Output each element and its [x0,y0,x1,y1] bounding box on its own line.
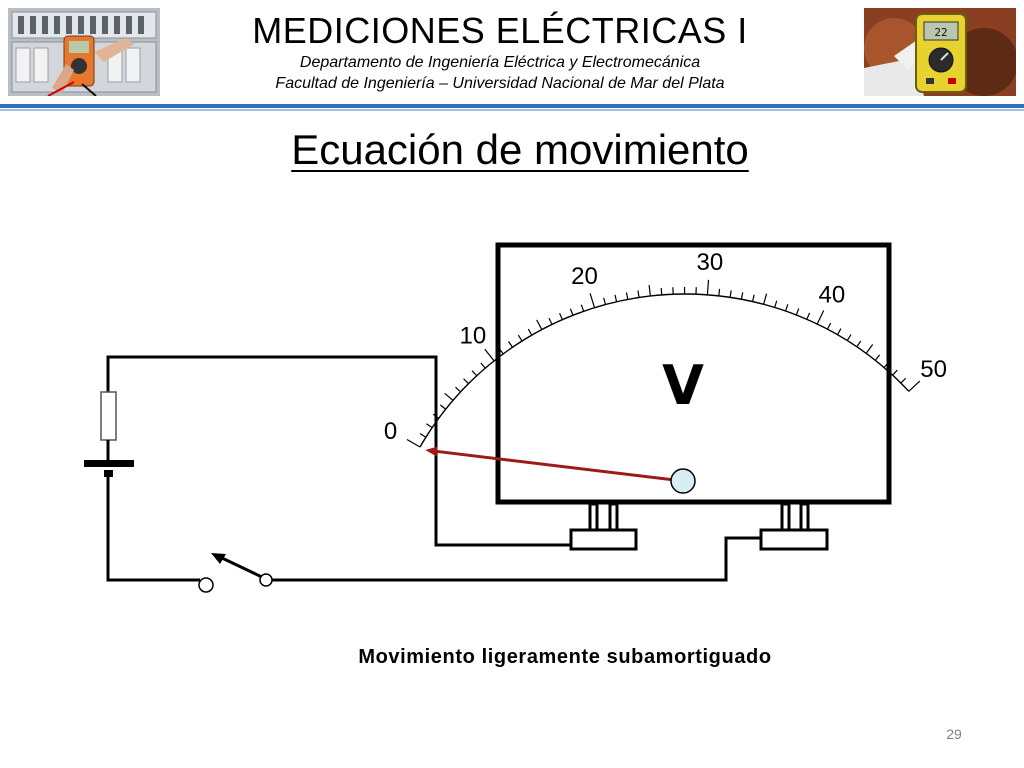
scale-tick [455,386,462,393]
scale-tick [439,404,447,410]
terminal-right-base [759,528,829,551]
scale-tick [426,423,433,429]
scale-label: 50 [920,356,947,383]
scale-label: 20 [571,263,598,290]
switch-contact-left [198,577,214,593]
scale-tick [603,297,607,305]
scale-tick [874,354,881,361]
header: MEDICIONES ELÉCTRICAS I Departamento de … [180,10,820,94]
terminal-right-post-b [799,502,810,532]
scale-label: 40 [819,281,846,308]
scale-tick [892,369,898,376]
scale-tick [648,284,651,297]
scale-tick [580,304,585,312]
terminal-left-post-b [608,502,619,532]
scale-tick [406,438,421,448]
resistor [100,391,117,441]
scale-tick [752,294,755,302]
faculty-line: Facultad de Ingeniería – Universidad Nac… [275,75,725,92]
scale-tick [816,310,825,325]
scale-tick [559,312,563,320]
scale-tick [548,317,553,325]
scale-tick [625,292,629,300]
scale-tick [569,308,574,316]
switch-contact-right [259,573,273,587]
scale-tick [729,290,732,298]
scale-labels: 0 10 20 30 40 50 [384,249,947,445]
wire-to-left-terminal [106,355,571,547]
scale-tick [517,334,523,342]
terminal-right-post-a [780,502,791,532]
scale-tick [836,328,842,335]
scale-label: 0 [384,418,397,445]
scale-tick [865,344,874,354]
scale-tick [527,328,533,336]
scale-tick [856,340,862,348]
scale-tick [883,361,890,368]
needle-pivot [670,468,696,494]
scale-tick [463,378,469,385]
terminal-left-post-a [588,502,599,532]
wire-to-switch [106,476,200,582]
scale-tick [498,347,504,355]
svg-text:22: 22 [934,26,947,39]
left-header-photo [8,8,160,96]
scale-arc [419,293,910,448]
scale-tick [536,319,543,330]
scale-label: 10 [460,322,487,349]
scale-tick [589,293,596,308]
scale-tick [444,392,454,401]
scale-tick [718,288,721,296]
slide-title: Ecuación de movimiento [291,126,749,173]
scale-tick [637,290,640,298]
scale-tick [484,348,495,362]
scale-baseline [419,293,910,448]
scale-tick [908,380,921,392]
scale-tick [706,279,710,295]
scale-tick [508,341,513,348]
terminal-left-base [569,528,638,551]
unit-symbol: V [662,354,704,417]
battery-symbol [84,460,134,477]
scale-tick [432,413,440,419]
scale-tick [806,312,811,320]
switch [198,553,273,593]
scale-tick [900,377,907,384]
scale-tick [419,432,427,438]
course-title: MEDICIONES ELÉCTRICAS I [252,10,748,51]
multimeter-panel-picture [8,8,160,96]
scale-tick [480,362,486,369]
scale-tick [763,293,768,305]
scale-label: 30 [697,249,724,276]
page-number: 29 [946,726,962,742]
header-divider-light [0,109,1024,111]
circuit-wires [106,355,761,582]
scale-tick [795,308,800,316]
scale-tick [826,322,832,330]
scale-tick [660,287,663,295]
needle-tip [425,446,438,457]
wire-to-right-terminal [272,536,761,582]
scale-tick [846,334,852,341]
scale-tick [740,292,744,300]
scale-ticks [406,279,921,448]
voltmeter-terminals [569,502,829,551]
scale-tick [471,370,478,377]
multimeter-hand-picture: 22 [864,8,1016,96]
right-header-photo: 22 [864,8,1016,96]
header-divider [0,104,1024,108]
scale-tick [784,304,789,312]
meter-needle [434,449,684,483]
voltmeter-case [495,242,892,505]
scale-tick [774,300,778,308]
scale-tick [614,294,618,302]
department-line: Departamento de Ingeniería Eléctrica y E… [299,54,701,71]
diagram-caption: Movimiento ligeramente subamortiguado [358,646,772,668]
